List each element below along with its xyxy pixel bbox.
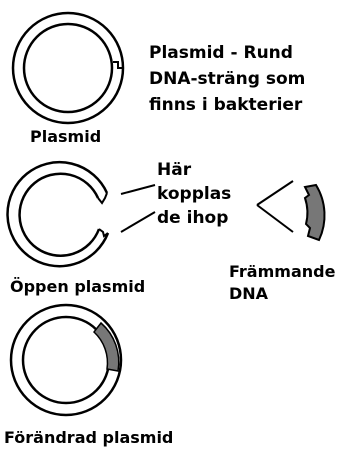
join-pointer-right: [256, 180, 294, 233]
join-pointer-left: [120, 184, 156, 233]
foreign-dna-label: Främmande DNA: [229, 261, 335, 305]
join-line-2: kopplas: [157, 184, 232, 204]
open-plasmid-ring: [6, 160, 110, 268]
changed-plasmid-ring: [9, 303, 123, 417]
foreign-dna-line-2: DNA: [229, 284, 269, 303]
join-label: Här kopplas de ihop: [157, 158, 231, 230]
inserted-dna-segment: [92, 321, 120, 372]
description-line-2: DNA-sträng som: [149, 69, 306, 89]
plasmid-label: Plasmid: [30, 127, 102, 146]
open-plasmid-label: Öppen plasmid: [10, 277, 146, 296]
plasmid-description: Plasmid - Rund DNA-sträng som finns i ba…: [149, 40, 305, 118]
join-line-1: Här: [157, 160, 192, 180]
plasmid-ring: [11, 11, 125, 125]
foreign-dna-fragment: [303, 183, 326, 242]
description-line-3: finns i bakterier: [149, 95, 303, 115]
changed-plasmid-label: Förändrad plasmid: [4, 428, 174, 447]
description-line-1: Plasmid - Rund: [149, 43, 293, 63]
join-line-3: de ihop: [157, 208, 229, 228]
foreign-dna-line-1: Främmande: [229, 262, 336, 281]
